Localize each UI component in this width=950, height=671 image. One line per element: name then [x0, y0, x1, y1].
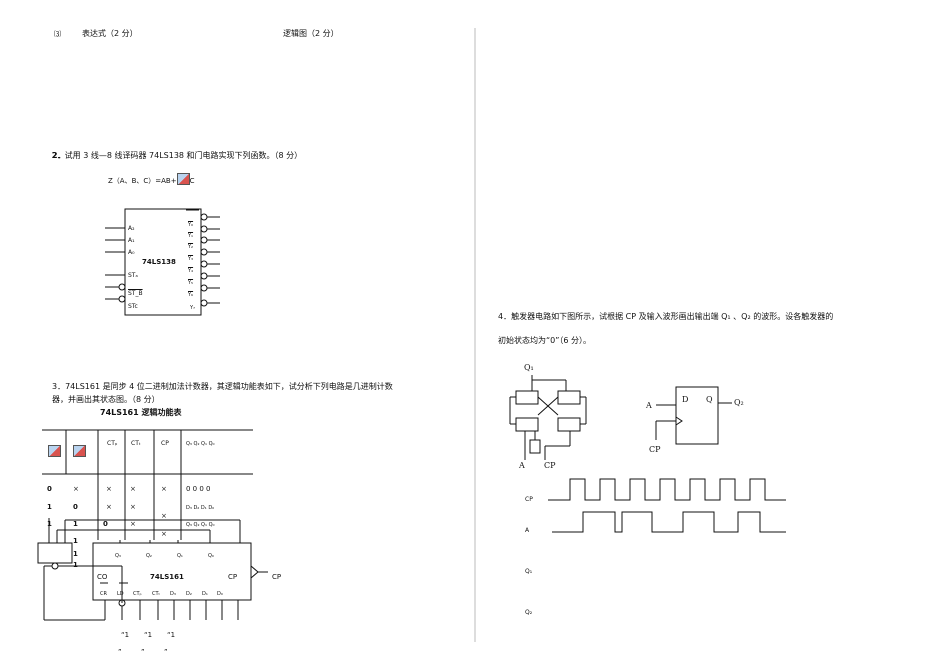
chip161-q1: Q₁ — [177, 553, 183, 559]
table-cell: × — [161, 512, 167, 520]
chip161-pin-ctt: CTₜ — [152, 591, 161, 597]
chip138-input-a1: A₁ — [128, 237, 135, 244]
wave-label-a: A — [525, 527, 530, 534]
chip161-pin-ctp: CTₚ — [133, 591, 142, 597]
q1-logic-diagram-label: 逻辑图（2 分） — [283, 29, 339, 38]
function-table-grid — [42, 429, 253, 540]
chip138-output-y2: Y₂ — [188, 244, 194, 250]
chip161-external-cp: CP — [272, 573, 282, 581]
q3-table-title: 74LS161 逻辑功能表 — [100, 408, 182, 417]
dff-q-label: Q — [706, 395, 713, 404]
const-one: “1 — [144, 631, 153, 639]
q4-line1: 4．触发器电路如下图所示，试根据 CP 及输入波形画出输出端 Q₁ 、Q₂ 的波… — [498, 312, 834, 321]
wave-label-q2: Q₂ — [525, 609, 533, 616]
chip161-pin-d3: D₃ — [170, 591, 176, 597]
chip138-input-a0: A₀ — [128, 249, 135, 256]
table-cell: D₃ D₂ D₁ D₀ — [186, 505, 215, 511]
chip161-pin-cr: CR — [100, 591, 107, 597]
latch-a-label: A — [519, 461, 525, 470]
chip138-input-a2: A₂ — [128, 225, 135, 232]
table-header-cp: CP — [161, 440, 169, 447]
d-flip-flop — [655, 386, 732, 445]
table-cell: × — [130, 503, 136, 511]
chip161-pin-ld: LD — [117, 591, 124, 597]
chip138-output-y5: Y₅ — [188, 280, 194, 286]
chip161-q0: Q₀ — [208, 553, 214, 559]
chip161-q3: Q₃ — [115, 553, 121, 559]
chip161-cp: CP — [228, 573, 238, 581]
const-quote: ” — [164, 648, 168, 656]
chip161-pin-d1: D₁ — [202, 591, 208, 597]
table-cell: 0 0 0 0 — [186, 485, 211, 493]
table-header-image-icon — [48, 445, 61, 457]
dff-q2-label: Q₂ — [734, 398, 744, 407]
q2-title: 2．2．试用 3 线—8 线译码器 74LS138 和门电路实现下列函数。（8 … — [51, 151, 303, 160]
chip161-pin-d0: D₀ — [217, 591, 223, 597]
a-waveform — [552, 511, 786, 533]
chip138-enable-c: STc — [128, 303, 138, 310]
table-cell: × — [161, 485, 167, 493]
q4-line2: 初始状态均为“0”（6 分）。 — [498, 336, 592, 345]
table-header-q: Q₃ Q₂ Q₁ Q₀ — [186, 441, 215, 447]
chip161-q2: Q₂ — [146, 553, 152, 559]
table-cell: × — [130, 485, 136, 493]
table-cell: × — [73, 485, 79, 493]
counter-74ls161-circuit — [37, 518, 268, 621]
chip161-co: CO — [97, 573, 108, 581]
chip138-output-y6: Y₆ — [188, 292, 194, 298]
table-cell: × — [130, 520, 136, 528]
wave-label-cp: CP — [525, 496, 533, 503]
table-cell: 1 — [47, 503, 52, 511]
const-one: “1 — [121, 631, 130, 639]
chip138-enable-a: STₐ — [128, 272, 138, 279]
chip138-output-y1: Y₁ — [188, 233, 194, 239]
q2-function: Z（A、B、C）=AB+C — [108, 173, 195, 186]
table-cell: 1 — [73, 537, 78, 545]
rs-latch-circuit — [509, 375, 587, 460]
chip138-output-y4: Y₄ — [188, 268, 194, 274]
latch-q1-label: Q₁ — [524, 363, 534, 372]
q3-line2: 器，并画出其状态图。（8 分） — [52, 395, 160, 404]
q3-line1: 3．74LS161 是同步 4 位二进制加法计数器，其逻辑功能表如下，试分析下列… — [52, 382, 393, 391]
table-cell: 1 — [73, 561, 78, 569]
table-cell: × — [106, 485, 112, 493]
table-header-ctt: CTₜ — [131, 440, 141, 447]
const-one: “1 — [167, 631, 176, 639]
table-cell: × — [106, 503, 112, 511]
table-cell: 0 — [47, 485, 52, 493]
chip161-name: 74LS161 — [150, 573, 184, 581]
table-header-image-icon-2 — [73, 445, 86, 457]
chip138-output-y3: Y₃ — [188, 256, 194, 262]
table-cell: 1 — [73, 520, 78, 528]
chip138-name: 74LS138 — [142, 258, 176, 266]
q1-part3-label: ⑶ — [54, 30, 61, 38]
table-cell: 1 — [73, 550, 78, 558]
const-quote: ” — [118, 648, 122, 656]
dff-d-label: D — [682, 395, 689, 404]
chip138-output-y0: Y₀ — [188, 222, 194, 228]
dff-a-label: A — [646, 401, 652, 410]
q1-expression-label: 表达式（2 分） — [82, 29, 138, 38]
chip138-enable-b: ST_B — [128, 290, 143, 297]
table-cell: 0 — [73, 503, 78, 511]
decoder-74ls138 — [105, 208, 220, 316]
dff-cp-label: CP — [649, 445, 661, 454]
chip138-output-y7: Y₇ — [190, 305, 196, 311]
table-cell: × — [161, 530, 167, 538]
table-cell: 0 — [103, 520, 108, 528]
table-header-ctp: CTₚ — [107, 440, 118, 447]
chip161-pin-d2: D₂ — [186, 591, 192, 597]
wave-label-q1: Q₁ — [525, 568, 533, 575]
table-cell: Q₃ Q₂ Q₁ Q₀ — [186, 522, 215, 528]
cp-waveform — [548, 478, 786, 501]
const-quote: ” — [141, 648, 145, 656]
formula-image-icon — [176, 173, 190, 185]
latch-cp-label: CP — [544, 461, 556, 470]
